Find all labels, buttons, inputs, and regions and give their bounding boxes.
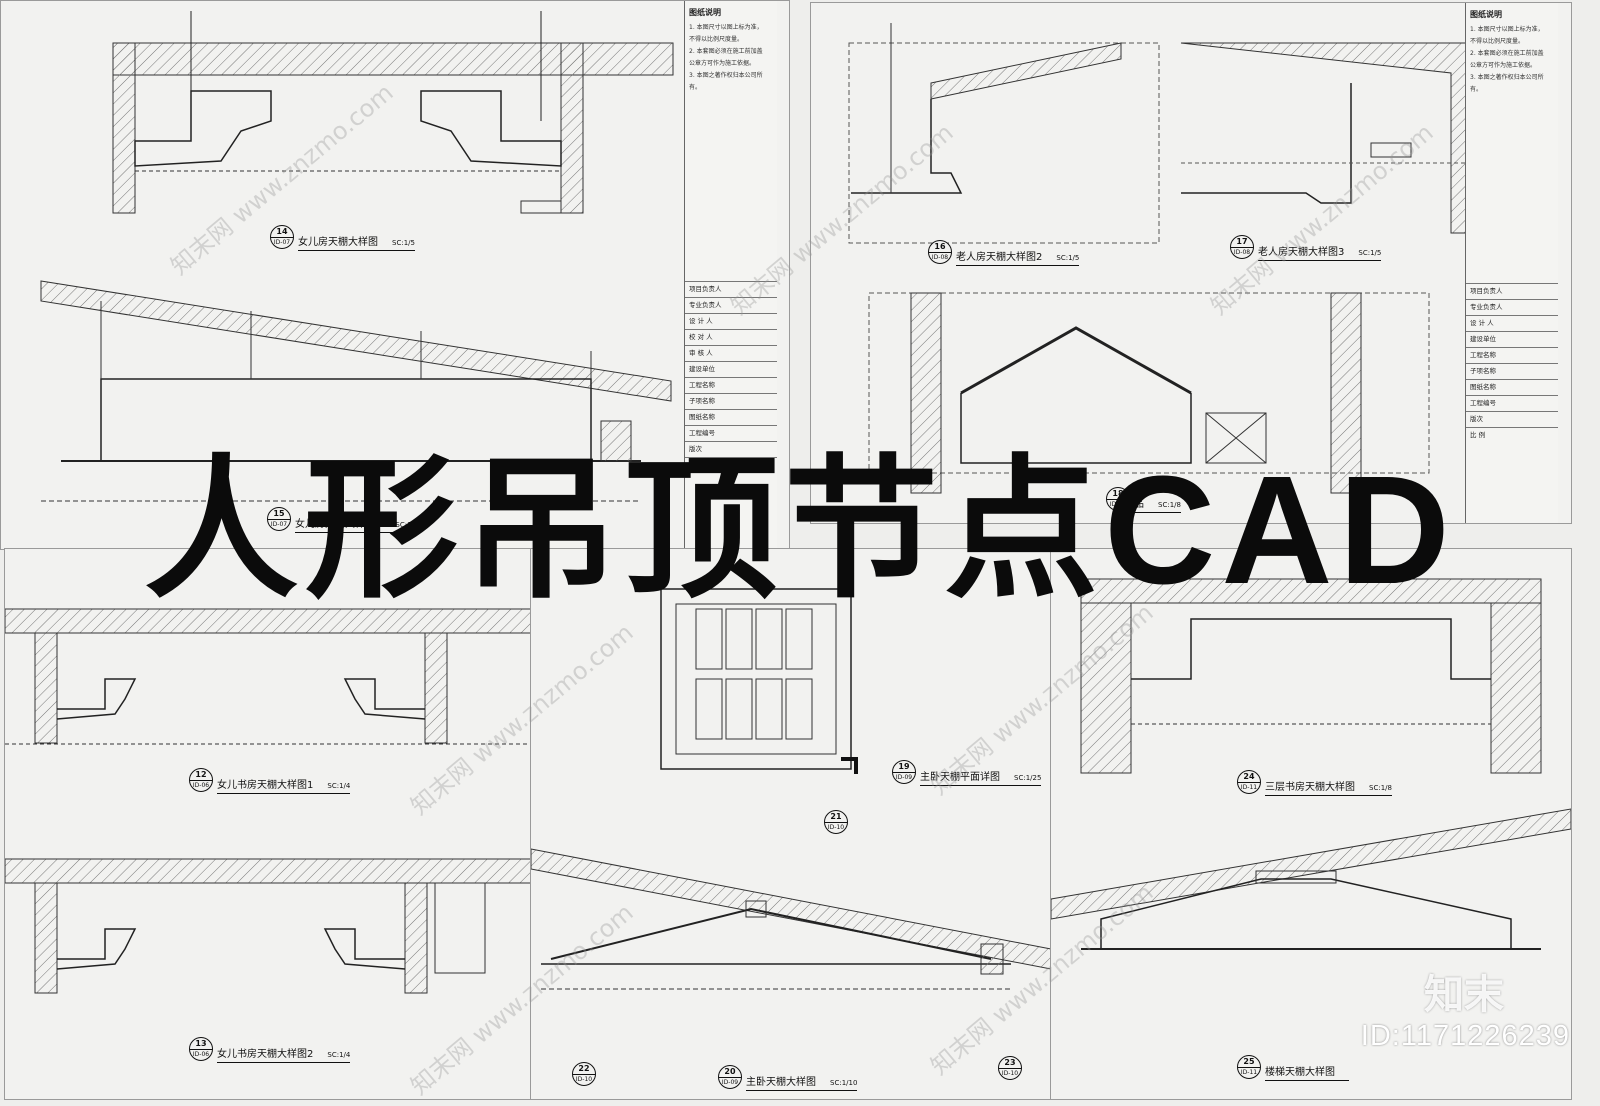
ceiling-section-drawings — [5, 608, 531, 994]
asset-id: ID:1171226239 — [1360, 1020, 1570, 1052]
ceiling-plan-and-section — [531, 588, 1051, 990]
drawing-sheet-bottom-left — [4, 548, 532, 1100]
title-block-right: 图纸说明 1. 本图尺寸以图上标为准， 不得以比例尺度量。 2. 本套图必须在施… — [1465, 3, 1558, 523]
drawing-sheet-top-left: 图纸说明 1. 本图尺寸以图上标为准， 不得以比例尺度量。 2. 本套图必须在施… — [0, 0, 790, 550]
brand-logo: 知末 — [1424, 972, 1504, 1018]
title-block: 图纸说明 1. 本图尺寸以图上标为准， 不得以比例尺度量。 2. 本套图必须在施… — [684, 1, 777, 549]
title-block-notes: 1. 本图尺寸以图上标为准， 不得以比例尺度量。 2. 本套图必须在施工前加盖 … — [689, 24, 763, 91]
banner-title: 人形吊顶节点CAD — [144, 444, 1456, 616]
ceiling-section-drawings — [848, 23, 1472, 494]
ceiling-section-drawings — [1051, 578, 1571, 950]
title-block-heading: 图纸说明 — [689, 8, 721, 17]
drawing-sheet-bottom-right — [1050, 548, 1572, 1100]
ceiling-section-drawings — [40, 11, 674, 502]
title-block-rows: 项目负责人 专业负责人 设 计 人 校 对 人 审 核 人 建设单位 工程名称 … — [685, 281, 777, 473]
drawing-sheet-bottom-middle — [530, 548, 1052, 1100]
